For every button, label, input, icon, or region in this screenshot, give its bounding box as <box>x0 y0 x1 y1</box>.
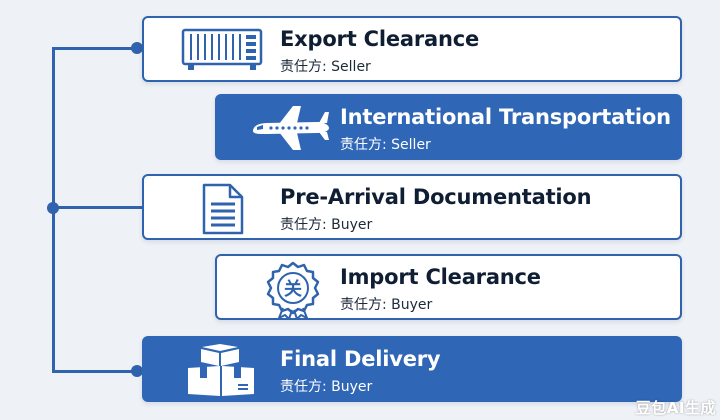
connector-branch-1 <box>52 47 142 50</box>
step-title: Pre-Arrival Documentation <box>280 185 592 209</box>
connector-node-trunk <box>47 202 59 214</box>
step-card-international-transportation: International Transportation 责任方: Seller <box>215 94 682 160</box>
customs-seal-icon: 关 <box>266 261 320 320</box>
step-title: Final Delivery <box>280 347 441 371</box>
connector-branch-5 <box>52 370 142 373</box>
step-title: International Transportation <box>340 105 671 129</box>
connector-node-1 <box>131 42 143 54</box>
step-title: Import Clearance <box>340 265 541 289</box>
document-icon <box>202 183 244 235</box>
connector-node-5 <box>131 365 143 377</box>
connector-branch-3 <box>52 206 142 209</box>
step-responsibility: 责任方: Seller <box>340 137 431 153</box>
watermark: 豆包AI生成 <box>635 399 716 417</box>
step-responsibility: 责任方: Buyer <box>340 297 433 313</box>
step-responsibility: 责任方: Seller <box>280 59 371 75</box>
airplane-icon <box>253 106 329 150</box>
step-responsibility: 责任方: Buyer <box>280 217 373 233</box>
svg-text:关: 关 <box>284 278 302 300</box>
step-card-final-delivery: Final Delivery 责任方: Buyer <box>142 336 682 402</box>
step-card-export-clearance: Export Clearance 责任方: Seller <box>142 16 682 82</box>
step-card-pre-arrival-documentation: Pre-Arrival Documentation 责任方: Buyer <box>142 174 682 240</box>
step-responsibility: 责任方: Buyer <box>280 379 373 395</box>
step-card-import-clearance: 关 Import Clearance 责任方: Buyer <box>215 254 682 320</box>
boxes-icon <box>188 344 254 396</box>
shipping-container-icon <box>181 28 263 70</box>
step-title: Export Clearance <box>280 27 480 51</box>
